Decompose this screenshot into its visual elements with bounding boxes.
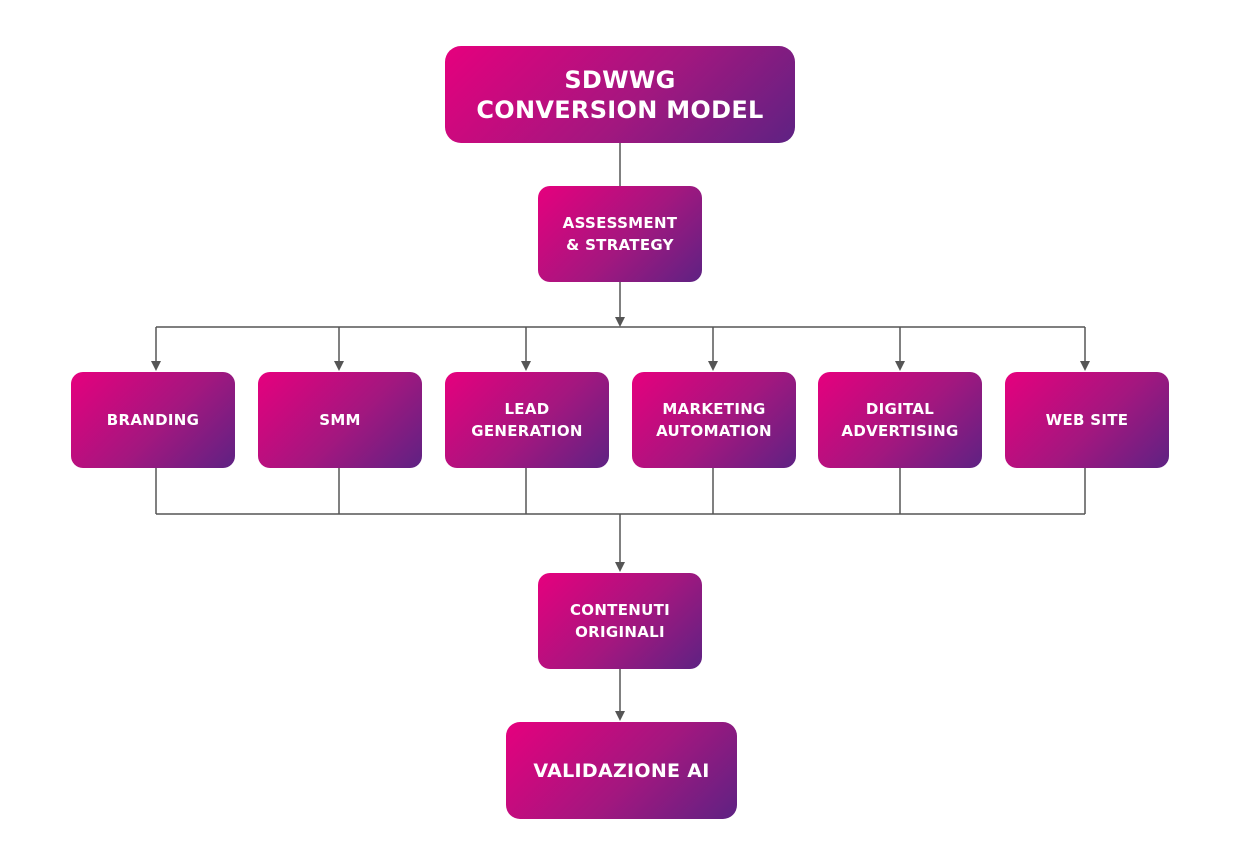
channel-web-site-label: WEB SITE (1045, 411, 1129, 429)
channel-digital-advertising-box: DIGITAL ADVERTISING (818, 372, 982, 468)
validazione-ai-label: VALIDAZIONE AI (533, 759, 710, 782)
assessment-strategy-box: ASSESSMENT & STRATEGY (538, 186, 702, 282)
validazione-ai-box: VALIDAZIONE AI (506, 722, 737, 819)
model-title: SDWWG CONVERSION MODEL (476, 65, 764, 124)
channel-digital-advertising-label: DIGITAL ADVERTISING (841, 400, 959, 440)
channel-lead-generation-box: LEAD GENERATION (445, 372, 609, 468)
model-title-box: SDWWG CONVERSION MODEL (445, 46, 795, 143)
channel-smm-label: SMM (319, 411, 361, 429)
assessment-strategy-label: ASSESSMENT & STRATEGY (562, 214, 678, 254)
channel-marketing-automation-label: MARKETING AUTOMATION (656, 400, 772, 440)
channel-branding-box: BRANDING (71, 372, 235, 468)
channel-web-site-box: WEB SITE (1005, 372, 1169, 468)
contenuti-originali-box: CONTENUTI ORIGINALI (538, 573, 702, 669)
channel-marketing-automation-box: MARKETING AUTOMATION (632, 372, 796, 468)
channel-smm-box: SMM (258, 372, 422, 468)
channel-branding-label: BRANDING (106, 411, 200, 429)
channel-lead-generation-label: LEAD GENERATION (471, 400, 583, 440)
contenuti-originali-label: CONTENUTI ORIGINALI (569, 601, 671, 641)
